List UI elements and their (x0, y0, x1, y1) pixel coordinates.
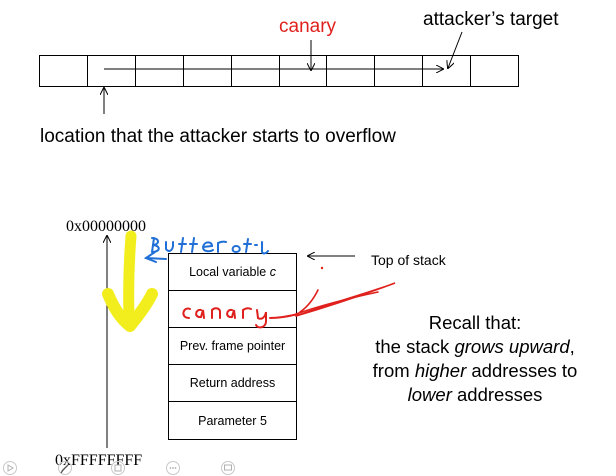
recall-line-3: from higher addresses to (372, 360, 578, 381)
buffer-cell (423, 56, 472, 86)
yellow-highlight-arrow (102, 230, 158, 332)
more-button[interactable] (166, 462, 180, 476)
buffer-cell (280, 56, 328, 86)
pen-button[interactable] (58, 462, 72, 476)
top-of-stack-label: Top of stack (371, 252, 446, 268)
buffer-cell (327, 56, 376, 86)
stack-slot-label: Parameter 5 (198, 413, 267, 428)
buffer-row (39, 55, 519, 87)
screen-button[interactable] (221, 462, 235, 476)
stack-slot-label: Prev. frame pointer (179, 339, 286, 353)
stack-slot-local-variable: Local variable c (169, 254, 296, 291)
stack-slot-return-address: Return address (169, 365, 296, 402)
play-button[interactable] (3, 462, 17, 476)
stack-slot-label: Return address (189, 376, 276, 390)
top-canary-label: canary (279, 16, 337, 37)
stack-slot-var: c (269, 265, 276, 279)
overflow-label: location that the attacker starts to ove… (40, 126, 396, 147)
buffer-cell (375, 56, 424, 86)
target-arrow (448, 31, 463, 68)
recall-note: Recall that: the stack grows upward, fro… (340, 311, 610, 407)
highlighter-button[interactable] (111, 462, 125, 476)
pen-icon (58, 461, 72, 475)
recall-line-2: the stack grows upward, (375, 336, 575, 357)
recall-line-4: lower addresses (407, 384, 543, 405)
top-address-label: 0x00000000 (66, 218, 146, 235)
buffer-cell (136, 56, 184, 86)
highlighter-icon (111, 461, 125, 475)
top-target-label: attacker’s target (423, 9, 559, 30)
play-icon (3, 461, 17, 475)
buffer-cell (184, 56, 232, 86)
red-dot (320, 266, 324, 270)
buffer-cell (40, 56, 88, 86)
buffer-cell (232, 56, 280, 86)
handwritten-buffer-label (143, 237, 269, 263)
more-icon (166, 461, 180, 475)
stack-slot-parameter: Parameter 5 (169, 402, 296, 439)
screen-icon (221, 461, 235, 475)
buffer-cell (88, 56, 136, 86)
stack-slot-label: Local variable (189, 265, 267, 279)
stack-frame: Local variable c Prev. frame pointer Ret… (168, 253, 297, 440)
red-pointer-scribble (295, 282, 396, 317)
stack-slot-prev-frame: Prev. frame pointer (169, 328, 296, 365)
handwritten-canary-label (182, 307, 299, 329)
recall-line-1: Recall that: (428, 312, 522, 333)
stack-slot-canary (169, 291, 296, 328)
